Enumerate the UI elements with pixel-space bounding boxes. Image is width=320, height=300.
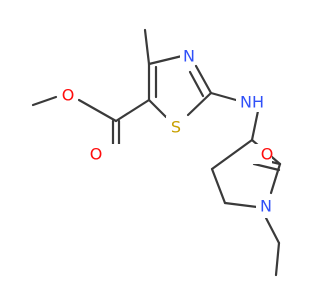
atom-label-methoxy-oxygen: O [62,86,75,105]
bond-s1-c5 [147,98,168,119]
bond-carbonyl-c5 [114,98,151,123]
label-bg-ring-n [180,44,200,64]
label-bg-ester-o [106,144,126,164]
bond-n1-c5prime [223,201,259,209]
atom-label-amine-nh: NH [240,93,264,112]
bond-ethyl-ch2-ch3 [274,241,281,277]
bond-n3-c2-double-2 [188,70,205,98]
molecule-structure: O O N S NH O N [31,28,282,277]
bond-c2prime-o-double-2 [252,162,281,172]
molecule-canvas: O O N S NH O N [31,28,282,277]
label-bg-methoxy-o [58,85,78,105]
bond-n1-ethyl-ch2 [264,216,281,245]
atom-labels: O O N S NH O N [58,44,276,218]
bond-n3-c2-double-1 [194,64,213,95]
atom-label-thiazole-nitrogen: N [183,47,195,66]
bond-o-carbonyl [77,98,118,123]
atom-label-carbonyl-oxygen: O [90,145,103,164]
bond-c5prime-c4prime [210,167,227,205]
atom-label-thiazole-sulfur: S [171,118,181,137]
atom-label-lactam-nitrogen: N [260,197,272,216]
bond-c4-n3 [147,54,184,66]
bond-nh-c3 [250,109,260,142]
label-bg-lactam-n [256,196,276,218]
bond-c2-nh [209,91,238,102]
bond-methyl-o [31,95,58,107]
bond-c2-s1 [186,91,213,117]
bond-c4-methyl [143,28,151,66]
bond-c2prime-n1 [269,162,282,195]
bonds [31,28,282,277]
label-bg-amine [236,92,268,112]
label-bg-ring-s [166,116,186,138]
bond-c4prime-c3 [210,138,254,171]
atom-label-lactam-oxygen: O [261,145,274,164]
label-bg-lactam-o [252,144,272,164]
